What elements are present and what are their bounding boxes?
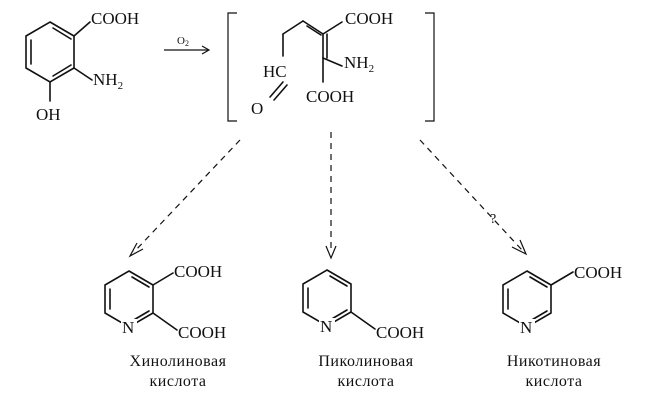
quinolinic-ring (104, 270, 178, 331)
product-nicotinic: N COOH Никотиновая кислота (502, 263, 622, 390)
start-nh-subscript: 2 (118, 80, 124, 92)
quinolinic-n-mask (121, 319, 137, 335)
intermediate-cooh-top-label: COOH (345, 9, 393, 28)
start-ring (25, 21, 93, 102)
branch-arrow-quinolinic (128, 139, 241, 258)
picolinic-cooh-label: COOH (376, 323, 424, 342)
nicotinic-n-label: N (520, 318, 532, 337)
intermediate-o-label: O (251, 99, 263, 118)
o2-subscript: 2 (185, 39, 189, 48)
quinolinic-name-line2: кислота (150, 373, 207, 390)
intermediate-cooh-bottom-label: COOH (306, 87, 354, 106)
intermediate-hc-label: HC (263, 62, 287, 81)
branch-question-mark: ? (490, 212, 496, 227)
picolinic-n-mask (319, 318, 335, 334)
intermediate-nh-text: NH (344, 53, 369, 72)
quinolinic-n-label: N (122, 318, 134, 337)
start-nh2-label: NH2 (93, 70, 123, 92)
product-quinolinic: N COOH COOH Хинолиновая кислота (104, 262, 227, 390)
intermediate-molecule (269, 20, 343, 101)
quinolinic-name-line1: Хинолиновая (130, 353, 227, 370)
intermediate-nh2-label: NH2 (344, 53, 374, 75)
picolinic-name-line1: Пиколиновая (318, 353, 413, 370)
nicotinic-n-mask (519, 319, 535, 335)
start-oh-label: OH (36, 105, 61, 124)
branch-arrow-picolinic (325, 132, 337, 260)
start-molecule: COOH NH2 OH (25, 9, 139, 124)
picolinic-n-label: N (320, 317, 332, 336)
picolinic-ring (302, 269, 376, 330)
quinolinic-cooh-top-label: COOH (174, 262, 222, 281)
o2-o-text: O (177, 35, 185, 47)
nicotinic-name-line1: Никотиновая (507, 353, 601, 370)
intermediate-nh-subscript: 2 (369, 63, 375, 75)
picolinic-name-line2: кислота (338, 373, 395, 390)
intermediate-bracket-left (227, 12, 237, 122)
start-cooh-label: COOH (91, 9, 139, 28)
oxidation-arrow: O2 (164, 35, 211, 55)
start-nh-text: NH (93, 70, 118, 89)
o2-reagent-label: O2 (177, 35, 189, 48)
quinolinic-cooh-bottom-label: COOH (178, 323, 226, 342)
nicotinic-name-line2: кислота (526, 373, 583, 390)
product-picolinic: N COOH Пиколиновая кислота (302, 269, 424, 390)
intermediate-bracket-right (425, 12, 435, 122)
nicotinic-cooh-label: COOH (574, 263, 622, 282)
branch-arrow-nicotinic: ? (419, 139, 528, 256)
nicotinic-ring (502, 270, 574, 328)
